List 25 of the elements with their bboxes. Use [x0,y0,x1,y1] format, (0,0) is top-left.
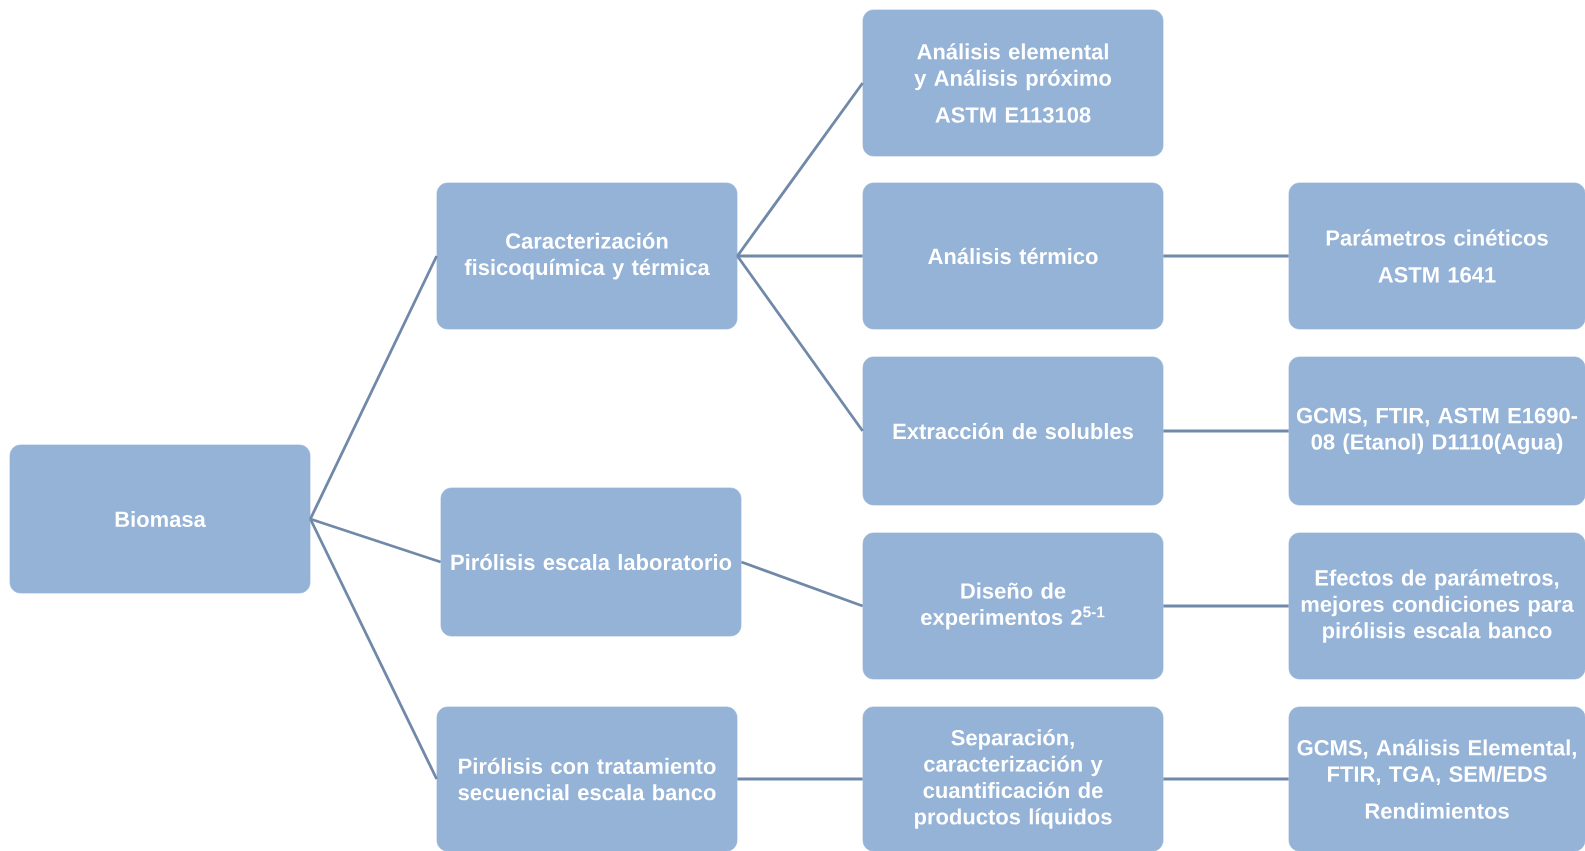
connector-line [309,255,438,520]
process-box: Pirólisis con tratamiento secuencial escala banco [436,706,738,851]
connector-line [1163,777,1289,781]
process-box: Caracterización fisicoquímica y térmica [436,182,738,330]
process-box: Análisis elemental y Análisis próximo ASTM E113108 [862,9,1164,157]
process-box: Biomasa [9,444,311,594]
process-box: GCMS, FTIR, ASTM E1690-08 (Etanol) D1110(Agua) [1288,356,1585,506]
process-box: Extracción de solubles [862,356,1164,506]
connector-line [1163,604,1289,608]
connector-line [740,560,864,608]
process-box: Efectos de parámetros, mejores condiciones para pirólisis escala banco [1288,532,1585,680]
connector-line [737,254,863,258]
connector-line [1163,254,1289,258]
process-box: Separación, caracterización y cuantificación de productos líquidos [862,706,1164,851]
connector-line [736,82,864,257]
process-box: GCMS, Análisis Elemental, FTIR, TGA, SEM/EDS Rendimientos [1288,706,1585,851]
process-box: Pirólisis escala laboratorio [440,487,742,637]
connector-line [736,255,864,432]
connector-line [737,777,863,781]
process-box: Análisis térmico [862,182,1164,330]
connector-line [309,517,442,564]
connector-line [1163,429,1289,433]
process-box: Parámetros cinéticos ASTM 1641 [1288,182,1585,330]
connector-line [309,518,438,780]
process-box: Diseño de experimentos 2$^{5-1}$ [862,532,1164,680]
